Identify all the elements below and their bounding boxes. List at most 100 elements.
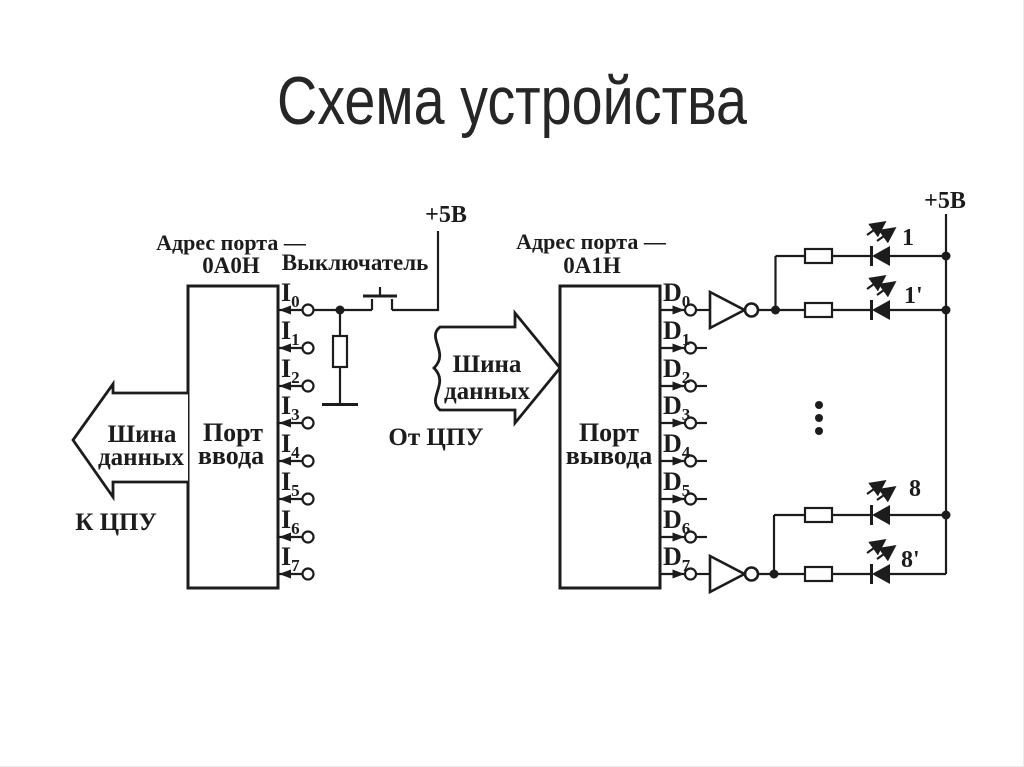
- led-branch: 8': [758, 539, 946, 584]
- led-branch: 8: [772, 476, 951, 574]
- output-port-address-label: Адрес порта —: [516, 229, 667, 254]
- led-icon: [872, 300, 890, 320]
- pin-label: I7: [281, 542, 300, 575]
- input-port-name-2: ввода: [198, 441, 264, 470]
- switch-label: Выключатель: [282, 250, 429, 275]
- emission-arrow-icon: [866, 480, 887, 497]
- rail-junction-dot: [941, 251, 951, 261]
- led-icon: [872, 505, 890, 525]
- led-driver-circuit: +5В 1 1' 88': [708, 188, 966, 595]
- emission-arrow-icon: [876, 486, 897, 503]
- led-icon: [872, 564, 890, 584]
- pin-arrow-icon: [672, 494, 685, 504]
- input-port-section: Адрес порта — 0A0H Порт ввода Шина данны…: [71, 230, 315, 590]
- pin-arrow-icon: [672, 343, 685, 353]
- pin-arrow-icon: [279, 343, 291, 353]
- vcc-label-right: +5В: [924, 188, 966, 214]
- inverter-triangle: [708, 289, 748, 331]
- output-pin-row: D1: [660, 316, 707, 355]
- junction-dot: [771, 305, 780, 315]
- output-port-address-value: 0A1H: [563, 253, 621, 278]
- led-label: 1: [902, 225, 914, 251]
- switch-net: Выключатель +5В: [282, 202, 467, 406]
- rail-junction-dot: [941, 510, 951, 520]
- input-port-box: [186, 284, 280, 590]
- emission-arrow-icon: [876, 545, 897, 562]
- ellipsis-icon: [815, 401, 823, 435]
- emission-arrow-icon: [866, 275, 887, 292]
- bus-right-line2: данных: [444, 378, 530, 405]
- pin-terminal: [301, 454, 315, 468]
- pin-terminal: [683, 416, 698, 430]
- input-pin-row: I6: [279, 505, 315, 544]
- output-port-name-1: Порт: [579, 418, 639, 447]
- push-button-switch: [363, 287, 397, 310]
- pin-terminal: [301, 379, 315, 393]
- pin-label: D2: [663, 354, 690, 387]
- pin-label: I3: [281, 391, 300, 424]
- pin-terminal: [683, 567, 698, 581]
- output-pin-row: D4: [660, 429, 707, 468]
- pin-label: D5: [663, 467, 690, 500]
- pin-terminal: [683, 303, 698, 317]
- pin-label: D7: [663, 542, 691, 575]
- resistor-body: [803, 247, 834, 265]
- pin-arrow-icon: [672, 418, 685, 428]
- bus-right-caption: От ЦПУ: [388, 424, 483, 451]
- pulldown-resistor: [322, 310, 358, 406]
- output-pin-row: D2: [660, 354, 707, 393]
- pin-label: D1: [663, 316, 690, 349]
- led-icon: [872, 246, 890, 266]
- input-pin-row: I2: [279, 354, 315, 393]
- pin-arrow-icon: [279, 305, 291, 315]
- emission-arrow-icon: [866, 539, 887, 556]
- led-branch: 1: [774, 221, 951, 310]
- junction-dot: [769, 569, 779, 579]
- pin-arrow-icon: [279, 418, 291, 428]
- pin-arrow-icon: [279, 456, 291, 466]
- vcc-wire-left: [392, 231, 440, 312]
- output-pin-row: D3: [660, 391, 707, 430]
- input-pin-row: I3: [279, 391, 315, 430]
- pin-arrow-icon: [672, 569, 685, 579]
- rail-junction-dot: [941, 305, 951, 315]
- pin-arrow-icon: [672, 532, 685, 542]
- inverter-bubble: [743, 566, 760, 582]
- pin-label: I4: [281, 429, 300, 462]
- pin-label: I2: [281, 354, 300, 387]
- data-bus-arrow-left: [71, 379, 188, 502]
- inverter-d7: [708, 553, 760, 595]
- output-pin-row: D0: [660, 278, 710, 317]
- pin-arrow-icon: [279, 532, 291, 542]
- pin-terminal: [683, 454, 698, 468]
- led-label: 1': [904, 283, 923, 309]
- pin-terminal: [301, 567, 315, 581]
- bus-left-line1: Шина: [108, 421, 177, 448]
- pin-terminal: [683, 492, 698, 506]
- input-pin-row: I1: [279, 316, 315, 355]
- data-bus-arrow-right: [432, 309, 562, 427]
- vcc-label-left: +5В: [425, 202, 467, 228]
- pin-label: D6: [663, 505, 690, 538]
- pin-label: D3: [663, 391, 690, 424]
- inverter-d0: [708, 289, 760, 331]
- emission-arrow-icon: [866, 221, 887, 238]
- input-pin-row: I0: [279, 278, 315, 317]
- led-branch: 1': [758, 275, 951, 320]
- output-pin-row: D6: [660, 505, 707, 544]
- page-title: Схема устройства: [277, 63, 747, 139]
- pin-label: D0: [663, 278, 690, 311]
- output-port-box: [558, 284, 662, 590]
- resistor-body: [331, 334, 349, 369]
- output-pin-row: D5: [660, 467, 707, 506]
- input-port-address-label: Адрес порта —: [156, 230, 307, 255]
- input-port-address-value: 0A0H: [202, 253, 260, 278]
- pin-terminal: [301, 303, 315, 317]
- output-port-name-2: вывода: [566, 441, 653, 470]
- pin-arrow-icon: [672, 305, 685, 315]
- bus-left-caption: К ЦПУ: [75, 509, 157, 536]
- resistor-body: [803, 506, 834, 524]
